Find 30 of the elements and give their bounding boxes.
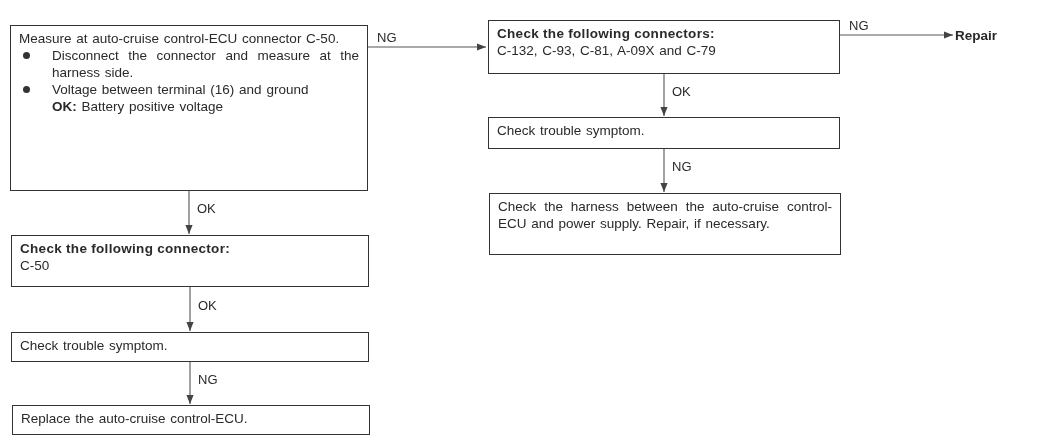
- step-box: [11, 332, 369, 362]
- edge-label: NG: [671, 159, 693, 174]
- edge-label: OK: [196, 201, 217, 216]
- step-box: [488, 117, 840, 149]
- step-heading: Check the following connectors:: [497, 25, 716, 42]
- step-text: Disconnect the connector and measure at the harness side.: [52, 47, 359, 81]
- expected-result: OK: Battery positive voltage: [52, 98, 224, 115]
- step-text: C-132, C-93, C-81, A-09X and C-79: [497, 42, 717, 59]
- arrow: [186, 286, 194, 332]
- step-box: [489, 193, 841, 255]
- arrow: [660, 73, 668, 117]
- step-box: [11, 235, 369, 287]
- arrow: [660, 148, 668, 193]
- step-text: Check trouble symptom.: [20, 337, 169, 354]
- arrow: [186, 361, 194, 405]
- step-text: Check trouble symptom.: [497, 122, 646, 139]
- step-box: [12, 405, 370, 435]
- step-box: [10, 25, 368, 191]
- step-text: Replace the auto-cruise control-ECU.: [21, 410, 249, 427]
- arrow: [185, 190, 193, 235]
- edge-label: NG: [376, 30, 398, 45]
- arrow: [367, 43, 487, 51]
- step-text: C-50: [20, 257, 51, 274]
- step-text: Measure at auto-cruise control-ECU connector C-50.: [19, 30, 341, 47]
- edge-label: NG: [848, 18, 870, 33]
- step-heading: Check the following connector:: [20, 240, 231, 257]
- arrow: [839, 31, 954, 39]
- step-text: Voltage between terminal (16) and ground: [52, 81, 309, 98]
- step-text: Check the harness between the auto-cruise control-ECU and power supply. Repair, if necessary.: [498, 198, 832, 232]
- step-box: [488, 20, 840, 74]
